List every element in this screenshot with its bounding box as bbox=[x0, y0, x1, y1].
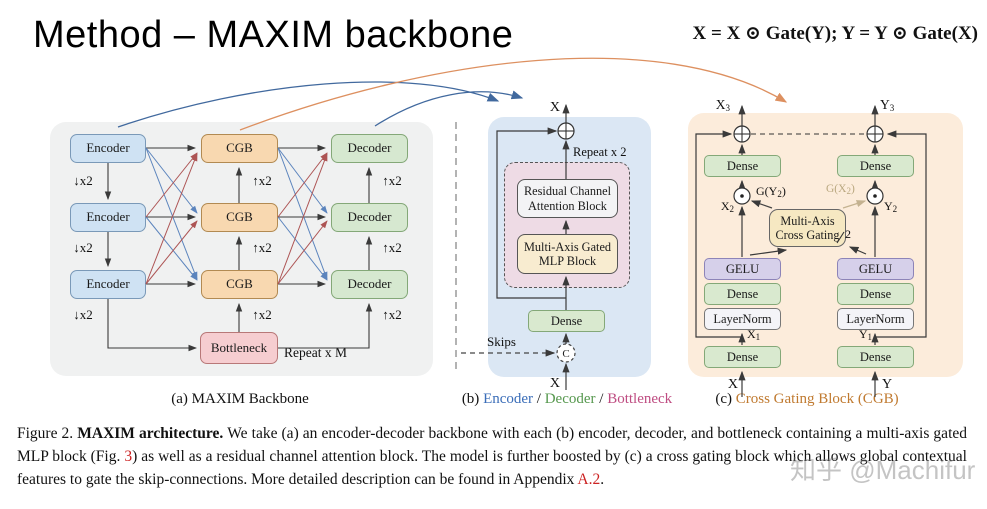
caption-panel-a: (a) MAXIM Backbone bbox=[171, 391, 309, 407]
downsample-label: ↓x2 bbox=[73, 307, 93, 322]
cgb-box-1: CGB bbox=[201, 134, 278, 163]
encoder-label: Encoder bbox=[86, 276, 130, 292]
dense-label: Dense bbox=[726, 349, 759, 364]
decoder-label: Decoder bbox=[347, 276, 392, 292]
x3-output-label: X3 bbox=[715, 97, 730, 113]
caption-b-decoder: Decoder bbox=[544, 391, 596, 407]
dense-label: Dense bbox=[859, 158, 892, 173]
figcap-text: ) as well as a residual channel attentio… bbox=[17, 448, 967, 488]
dense-label: Dense bbox=[859, 349, 892, 364]
x2-label: X2 bbox=[720, 199, 734, 214]
gating-formula: X = X ⊙ Gate(Y); Y = Y ⊙ Gate(X) bbox=[692, 23, 978, 44]
x-input-label: X bbox=[549, 376, 560, 391]
layernorm-label: LayerNorm bbox=[713, 311, 772, 326]
x-input-label: X bbox=[727, 377, 738, 392]
gelu-box: GELU bbox=[704, 258, 781, 280]
decoder-label: Decoder bbox=[347, 140, 392, 156]
gate-y2-label: G(Y2) bbox=[756, 184, 786, 199]
upsample-label: ↑x2 bbox=[382, 240, 402, 255]
layernorm-label: LayerNorm bbox=[846, 311, 905, 326]
y3-output-label: Y3 bbox=[880, 97, 895, 113]
caption-c-main: Cross Gating Block (CGB) bbox=[735, 391, 899, 407]
figcap-text: . bbox=[600, 471, 605, 488]
dense-label: Dense bbox=[859, 286, 892, 301]
residual-channel-attention-block: Residual Channel Attention Block bbox=[517, 179, 618, 218]
upsample-label: ↑x2 bbox=[382, 307, 402, 322]
repeat-m-label: Repeat x M bbox=[284, 345, 347, 360]
bottleneck-box: Bottleneck bbox=[200, 332, 278, 364]
dense-box: Dense bbox=[704, 283, 781, 305]
caption-b-sep: / bbox=[533, 391, 545, 407]
encoder-box-1: Encoder bbox=[70, 134, 146, 163]
caption-b-bottleneck: Bottleneck bbox=[607, 391, 673, 407]
upsample-label: ↑x2 bbox=[252, 307, 272, 322]
encoder-to-panel-b-arrow bbox=[117, 81, 500, 128]
caption-b-encoder: Encoder bbox=[483, 391, 534, 407]
y1-label: Y1 bbox=[858, 327, 872, 342]
decoder-box-2: Decoder bbox=[331, 203, 408, 232]
upsample-label: ↑x2 bbox=[252, 173, 272, 188]
skips-label: Skips bbox=[487, 334, 516, 349]
rcab-label: Residual Channel Attention Block bbox=[523, 184, 612, 213]
figcap-ref-fig3: 3 bbox=[124, 448, 133, 465]
dense-box: Dense bbox=[837, 283, 914, 305]
figcap-text: We take (a) an encoder-decoder backbone … bbox=[17, 425, 967, 465]
dense-box: Dense bbox=[528, 310, 605, 332]
channel-split-label: 2 bbox=[845, 227, 851, 241]
gelu-box: GELU bbox=[837, 258, 914, 280]
dense-box: Dense bbox=[704, 346, 781, 368]
gelu-label: GELU bbox=[858, 261, 893, 276]
dense-label: Dense bbox=[726, 286, 759, 301]
repeat-2-label: Repeat x 2 bbox=[573, 145, 627, 159]
mlp-label: Multi-Axis Gated MLP Block bbox=[523, 239, 612, 268]
downsample-label: ↓x2 bbox=[73, 173, 93, 188]
caption-b-sep: / bbox=[595, 391, 608, 407]
y2-label: Y2 bbox=[884, 199, 898, 214]
cgb-label: CGB bbox=[226, 140, 253, 156]
figcap-bold-title: MAXIM architecture. bbox=[77, 425, 228, 442]
figcap-number: Figure 2. bbox=[17, 425, 78, 442]
decoder-box-3: Decoder bbox=[331, 270, 408, 299]
dense-label: Dense bbox=[550, 313, 583, 328]
slide-title: Method – MAXIM backbone bbox=[33, 14, 514, 56]
y-input-label: Y bbox=[882, 377, 893, 392]
decoder-label: Decoder bbox=[347, 209, 392, 225]
dense-box: Dense bbox=[837, 346, 914, 368]
upsample-label: ↑x2 bbox=[252, 240, 272, 255]
cgb-box-3: CGB bbox=[201, 270, 278, 299]
upsample-label: ↑x2 bbox=[382, 173, 402, 188]
figure-caption: Figure 2. MAXIM architecture. We take (a… bbox=[17, 422, 967, 491]
caption-b-prefix: (b) bbox=[461, 391, 484, 407]
watermark: 知乎 @Machifur bbox=[790, 455, 976, 485]
bottleneck-label: Bottleneck bbox=[210, 339, 268, 355]
gelu-label: GELU bbox=[725, 261, 760, 276]
multi-axis-cross-gating-block: Multi-Axis Cross Gating bbox=[769, 209, 846, 247]
dense-label: Dense bbox=[726, 158, 759, 173]
encoder-label: Encoder bbox=[86, 209, 130, 225]
cgb-box-2: CGB bbox=[201, 203, 278, 232]
overview-arrows bbox=[117, 57, 788, 131]
x-output-label: X bbox=[549, 100, 560, 115]
layernorm-box: LayerNorm bbox=[837, 308, 914, 330]
caption-panel-c: (c) Cross Gating Block (CGB) bbox=[687, 391, 927, 408]
decoder-box-1: Decoder bbox=[331, 134, 408, 163]
dense-box: Dense bbox=[837, 155, 914, 177]
cgb-label: CGB bbox=[226, 276, 253, 292]
encoder-label: Encoder bbox=[86, 140, 130, 156]
multi-axis-gated-mlp-block: Multi-Axis Gated MLP Block bbox=[517, 234, 618, 274]
gate-x2-label: G(X2) bbox=[826, 183, 855, 196]
cgb-label: CGB bbox=[226, 209, 253, 225]
caption-panel-b: (b) Encoder / Decoder / Bottleneck bbox=[453, 391, 681, 408]
figcap-ref-appendix: A.2 bbox=[577, 471, 601, 488]
macg-label: Multi-Axis Cross Gating bbox=[775, 213, 840, 242]
x1-label: X1 bbox=[747, 327, 761, 342]
caption-c-prefix: (c) bbox=[715, 391, 736, 407]
dense-box: Dense bbox=[704, 155, 781, 177]
encoder-box-2: Encoder bbox=[70, 203, 146, 232]
downsample-label: ↓x2 bbox=[73, 240, 93, 255]
layernorm-box: LayerNorm bbox=[704, 308, 781, 330]
encoder-box-3: Encoder bbox=[70, 270, 146, 299]
